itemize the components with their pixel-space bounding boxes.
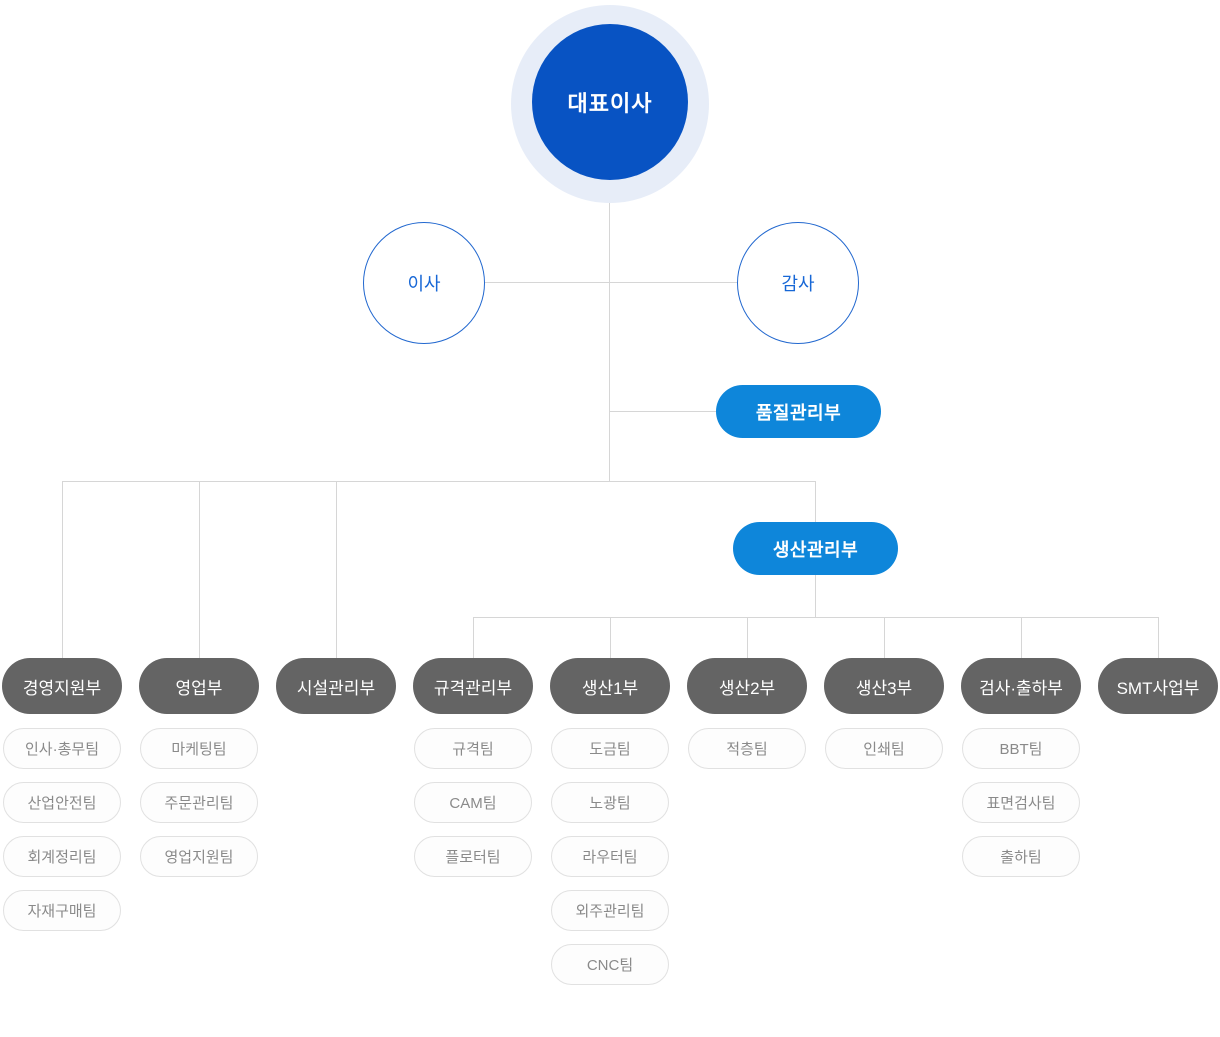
team-label: 자재구매팀 [27, 903, 97, 920]
team-label: 플로터팀 [445, 849, 501, 866]
team-label: 영업지원팀 [164, 849, 234, 866]
team-label: 표면검사팀 [986, 795, 1056, 812]
team-pill-4-4: CNC팀 [551, 944, 669, 985]
team-pill-1-2: 영업지원팀 [140, 836, 258, 877]
team-label: 마케팅팀 [171, 741, 227, 758]
team-pill-1-1: 주문관리팀 [140, 782, 258, 823]
connector-drop-dept-5 [747, 617, 748, 658]
team-pill-5-0: 적층팀 [688, 728, 806, 769]
connector-ceo-trunk [609, 180, 610, 482]
team-pill-0-2: 회계정리팀 [3, 836, 121, 877]
team-label: 인쇄팀 [863, 741, 905, 758]
dept-label: SMT사업부 [1116, 678, 1200, 698]
dept-pill-1: 영업부 [139, 658, 259, 714]
dept-label: 검사·출하부 [979, 678, 1063, 698]
dept-pill-3: 규격관리부 [413, 658, 533, 714]
team-pill-3-2: 플로터팀 [414, 836, 532, 877]
team-pill-1-0: 마케팅팀 [140, 728, 258, 769]
team-pill-0-1: 산업안전팀 [3, 782, 121, 823]
connector-drop-dept-0 [62, 481, 63, 658]
team-pill-3-0: 규격팀 [414, 728, 532, 769]
director-node: 이사 [363, 222, 485, 344]
connector-drop-dept-8 [1158, 617, 1159, 658]
team-label: 도금팀 [589, 741, 631, 758]
auditor-label: 감사 [781, 274, 815, 294]
dept-label: 생산2부 [718, 678, 776, 698]
connector-level1 [62, 481, 816, 482]
connector-level2 [473, 617, 1158, 618]
team-label: 라우터팀 [582, 849, 638, 866]
dept-label: 생산1부 [581, 678, 639, 698]
team-pill-7-2: 출하팀 [962, 836, 1080, 877]
team-label: 노광팀 [589, 795, 631, 812]
connector-advisors [485, 282, 737, 283]
dept-pill-5: 생산2부 [687, 658, 807, 714]
team-pill-0-0: 인사·총무팀 [3, 728, 121, 769]
team-label: CAM팀 [449, 795, 497, 812]
auditor-node: 감사 [737, 222, 859, 344]
team-pill-4-2: 라우터팀 [551, 836, 669, 877]
dept-pill-8: SMT사업부 [1098, 658, 1218, 714]
connector-drop-dept-2 [336, 481, 337, 658]
team-pill-4-3: 외주관리팀 [551, 890, 669, 931]
dept-pill-7: 검사·출하부 [961, 658, 1081, 714]
team-label: CNC팀 [586, 957, 634, 974]
quality-dept-pill: 품질관리부 [716, 385, 881, 438]
ceo-node: 대표이사 [532, 24, 688, 180]
team-pill-4-1: 노광팀 [551, 782, 669, 823]
team-pill-4-0: 도금팀 [551, 728, 669, 769]
connector-drop-dept-4 [610, 617, 611, 658]
production-mgmt-label: 생산관리부 [772, 539, 859, 560]
team-pill-3-1: CAM팀 [414, 782, 532, 823]
team-pill-6-0: 인쇄팀 [825, 728, 943, 769]
ceo-label: 대표이사 [567, 91, 653, 116]
dept-label: 영업부 [175, 678, 223, 698]
team-pill-0-3: 자재구매팀 [3, 890, 121, 931]
dept-pill-0: 경영지원부 [2, 658, 122, 714]
connector-drop-dept-3 [473, 617, 474, 658]
connector-drop-dept-7 [1021, 617, 1022, 658]
team-label: BBT팀 [999, 741, 1043, 758]
dept-label: 생산3부 [855, 678, 913, 698]
team-label: 외주관리팀 [575, 903, 645, 920]
dept-label: 경영지원부 [22, 678, 102, 698]
team-label: 규격팀 [452, 741, 494, 758]
dept-pill-2: 시설관리부 [276, 658, 396, 714]
connector-quality-dept [609, 411, 716, 412]
dept-label: 규격관리부 [433, 678, 513, 698]
connector-drop-dept-1 [199, 481, 200, 658]
connector-drop-dept-6 [884, 617, 885, 658]
dept-pill-6: 생산3부 [824, 658, 944, 714]
team-label: 인사·총무팀 [25, 741, 99, 758]
team-label: 적층팀 [726, 741, 768, 758]
team-pill-7-1: 표면검사팀 [962, 782, 1080, 823]
dept-pill-4: 생산1부 [550, 658, 670, 714]
production-mgmt-pill: 생산관리부 [733, 522, 898, 575]
team-label: 주문관리팀 [164, 795, 234, 812]
quality-dept-label: 품질관리부 [755, 402, 842, 423]
team-label: 출하팀 [1000, 849, 1042, 866]
team-label: 회계정리팀 [27, 849, 97, 866]
dept-label: 시설관리부 [296, 678, 376, 698]
director-label: 이사 [407, 274, 441, 294]
team-pill-7-0: BBT팀 [962, 728, 1080, 769]
team-label: 산업안전팀 [27, 795, 97, 812]
